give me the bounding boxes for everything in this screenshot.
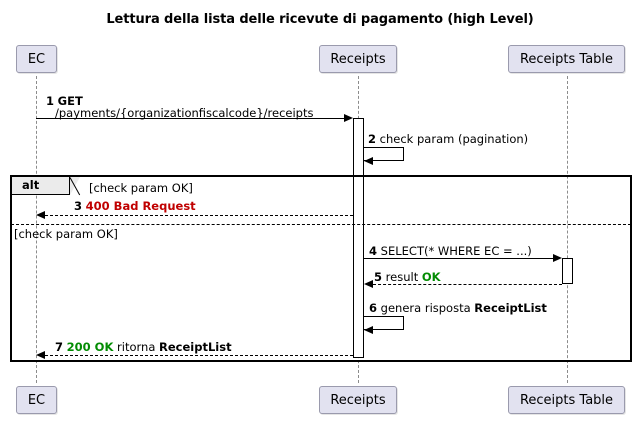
message-6-strong: ReceiptList bbox=[474, 301, 547, 315]
participant-label: Receipts bbox=[330, 51, 386, 67]
participant-ec-bottom[interactable]: EC bbox=[16, 386, 57, 414]
message-6-prefix: genera risposta bbox=[380, 301, 475, 315]
message-2-arrowhead bbox=[364, 157, 373, 165]
participant-receipts-bottom[interactable]: Receipts bbox=[319, 386, 397, 414]
page-title: Lettura della lista delle ricevute di pa… bbox=[106, 12, 534, 27]
message-3-arrowhead bbox=[36, 211, 45, 219]
message-1-line1: GET bbox=[57, 94, 83, 108]
alt-fragment-tag-fold bbox=[70, 177, 80, 195]
message-4-label: 4 SELECT(* WHERE EC = ...) bbox=[369, 245, 532, 258]
message-4-seq: 4 bbox=[369, 244, 378, 258]
participant-receipts-top[interactable]: Receipts bbox=[319, 45, 397, 73]
alt-fragment-tag-label: alt bbox=[22, 178, 40, 192]
message-4-text: SELECT(* WHERE EC = ...) bbox=[380, 244, 532, 258]
message-4-line bbox=[364, 258, 553, 259]
message-3-label: 3 400 Bad Request bbox=[74, 200, 196, 213]
message-1-label-line2: /payments/{organizationfiscalcode}/recei… bbox=[55, 107, 313, 120]
participant-receipts-table-bottom[interactable]: Receipts Table bbox=[508, 386, 625, 414]
message-2-text: check param (pagination) bbox=[379, 132, 529, 146]
participant-ec-top[interactable]: EC bbox=[16, 45, 57, 73]
message-5-prefix: result bbox=[385, 270, 422, 284]
participant-label: EC bbox=[27, 51, 46, 67]
message-5-seq: 5 bbox=[374, 270, 383, 284]
message-1-arrowhead bbox=[344, 114, 353, 122]
message-6-arrowhead bbox=[364, 326, 373, 334]
alt-fragment-tag: alt bbox=[12, 177, 70, 195]
lifeline-ec bbox=[36, 76, 37, 383]
participant-receipts-table-top[interactable]: Receipts Table bbox=[508, 45, 625, 73]
message-4-arrowhead bbox=[553, 254, 562, 262]
alt-guard-first: [check param OK] bbox=[89, 181, 193, 195]
message-7-arrowhead bbox=[36, 351, 45, 359]
message-6-seq: 6 bbox=[369, 301, 378, 315]
message-2-label: 2 check param (pagination) bbox=[368, 133, 528, 146]
activation-bar-receipts-table bbox=[562, 258, 573, 284]
message-3-line bbox=[45, 215, 353, 216]
message-5-line bbox=[373, 284, 562, 285]
message-7-status: 200 OK bbox=[66, 340, 114, 354]
message-5-arrowhead bbox=[364, 280, 373, 288]
message-7-seq: 7 bbox=[55, 340, 64, 354]
activation-bar-receipts bbox=[353, 118, 364, 358]
message-7-line bbox=[45, 355, 353, 356]
message-3-seq: 3 bbox=[74, 199, 83, 213]
message-2-selfcall-loop bbox=[364, 147, 404, 161]
message-1-line2: /payments/{organizationfiscalcode}/recei… bbox=[55, 106, 314, 120]
message-6-label: 6 genera risposta ReceiptList bbox=[369, 302, 547, 315]
participant-label: Receipts bbox=[330, 392, 386, 408]
message-3-text: 400 Bad Request bbox=[85, 199, 196, 213]
alt-fragment-frame bbox=[10, 175, 632, 362]
alt-else-divider bbox=[11, 224, 631, 225]
message-5-label: 5 result OK bbox=[374, 271, 441, 284]
message-7-strong: ReceiptList bbox=[159, 340, 232, 354]
lifeline-receipts-table bbox=[567, 76, 568, 383]
participant-label: EC bbox=[27, 392, 46, 408]
participant-label: Receipts Table bbox=[519, 51, 614, 67]
message-1-seq: 1 bbox=[46, 94, 55, 108]
message-7-middle: ritorna bbox=[113, 340, 160, 354]
message-2-seq: 2 bbox=[368, 132, 377, 146]
message-1-label: 1 GET bbox=[46, 95, 83, 108]
participant-label: Receipts Table bbox=[519, 392, 614, 408]
message-6-selfcall-loop bbox=[364, 316, 404, 330]
message-5-status: OK bbox=[421, 270, 441, 284]
message-7-label: 7 200 OK ritorna ReceiptList bbox=[55, 341, 232, 354]
alt-guard-else: [check param OK] bbox=[14, 227, 118, 241]
message-1-line bbox=[36, 118, 344, 119]
